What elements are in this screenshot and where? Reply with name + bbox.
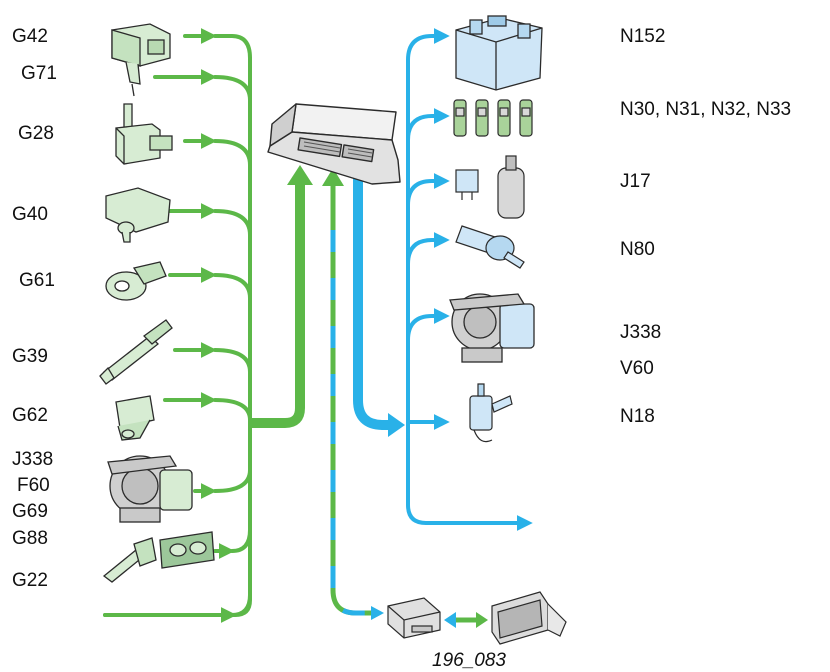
figure-number: 196_083 [432,650,506,672]
ignition-coil-icon [456,16,542,90]
engine-control-unit-icon [268,104,400,184]
sensor-g42-g71-icon [112,24,170,96]
label-g88: G88 [12,529,48,548]
diagnostic-connector-icon [492,592,566,644]
label-g39: G39 [12,347,48,366]
label-j338: J338 [12,450,53,469]
sensor-g62-icon [116,396,154,440]
label-g40: G40 [12,205,48,224]
sensor-g61-icon [106,262,166,300]
label-n18: N18 [620,407,655,426]
label-g22: G22 [12,571,48,590]
label-g71: G71 [21,64,57,83]
label-g28: G28 [18,124,54,143]
sensor-g39-icon [100,320,172,384]
label-n152: N152 [620,27,665,46]
sensor-g28-icon [116,104,172,164]
label-n80: N80 [620,240,655,259]
sensor-g40-icon [106,188,170,242]
input-bus-to-ecu [250,165,313,423]
output-bus-from-ecu [358,170,405,437]
label-g62: G62 [12,406,48,425]
label-g61: G61 [19,271,55,290]
label-j17: J17 [620,172,651,191]
label-v60: V60 [620,359,654,378]
label-j338-out: J338 [620,323,661,342]
label-f60: F60 [17,476,50,495]
solenoid-valve-n18-icon [470,384,512,442]
sensor-g88-g22-icon [104,532,214,582]
label-injectors: N30, N31, N32, N33 [620,100,791,119]
throttle-module-input-icon [108,456,192,522]
label-g42: G42 [12,27,48,46]
fuel-pump-relay-icon [456,156,524,218]
label-g69: G69 [12,502,48,521]
throttle-module-output-icon [450,294,534,362]
injectors-icon [454,100,532,136]
charcoal-valve-n80-icon [456,226,524,268]
diagnostic-tester-icon [388,598,440,638]
